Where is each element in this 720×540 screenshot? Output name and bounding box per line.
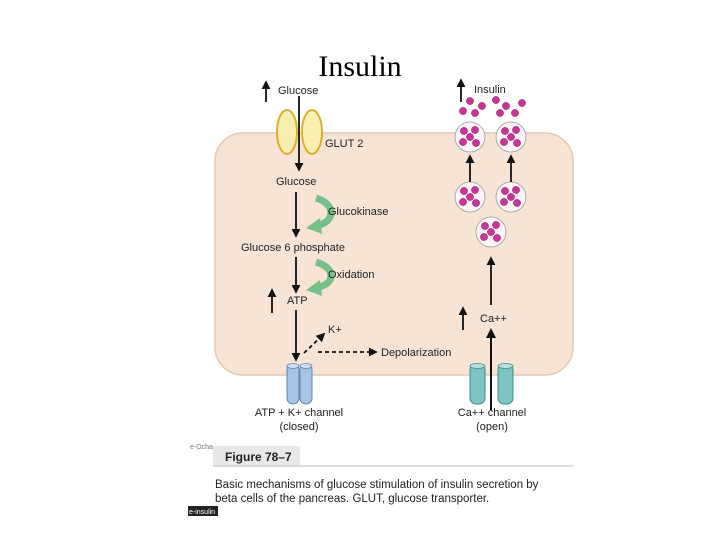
- slide-title: Insulin: [318, 50, 402, 83]
- overlay-watermark-top: e-Ocha: [190, 444, 213, 451]
- insulin-granule: [454, 181, 486, 213]
- potassium-label: K+: [328, 324, 342, 336]
- insulin-granule: [475, 216, 507, 248]
- released-insulin: [459, 96, 526, 117]
- calcium-channel: [469, 363, 514, 405]
- glut2-label: GLUT 2: [325, 138, 363, 150]
- figure-label: Figure 78–7: [225, 450, 292, 464]
- overlay-dark-bar: [188, 506, 218, 516]
- figure-caption-line1: Basic mechanisms of glucose stimulation …: [215, 479, 539, 491]
- k-efflux-dashed-arrow: [303, 332, 326, 354]
- katp-channel-state: (closed): [279, 421, 318, 433]
- insulin-label: Insulin: [474, 84, 506, 96]
- glucose-outside-label: Glucose: [278, 85, 318, 97]
- calcium-channel-label: Ca++ channel: [458, 407, 527, 419]
- glut2-transporter: [276, 109, 323, 155]
- glucokinase-label: Glucokinase: [328, 206, 389, 218]
- figure-label-bar: [213, 446, 300, 466]
- depolarization-label: Depolarization: [381, 347, 451, 359]
- atp-label: ATP: [287, 295, 308, 307]
- overlay-watermark-bottom: e-insulin: [189, 509, 215, 516]
- katp-channel-label: ATP + K+ channel: [255, 407, 343, 419]
- insulin-granule: [454, 121, 486, 153]
- g6p-label: Glucose 6 phosphate: [241, 242, 345, 254]
- beta-cell: [214, 132, 574, 376]
- calcium-channel-state: (open): [476, 421, 508, 433]
- oxidation-label: Oxidation: [328, 269, 374, 281]
- insulin-granule: [495, 181, 527, 213]
- katp-channel: [286, 363, 313, 405]
- insulin-granule: [495, 121, 527, 153]
- calcium-label: Ca++: [480, 313, 507, 325]
- figure-caption-line2: beta cells of the pancreas. GLUT, glucos…: [215, 493, 489, 505]
- glucose-inside-label: Glucose: [276, 176, 316, 188]
